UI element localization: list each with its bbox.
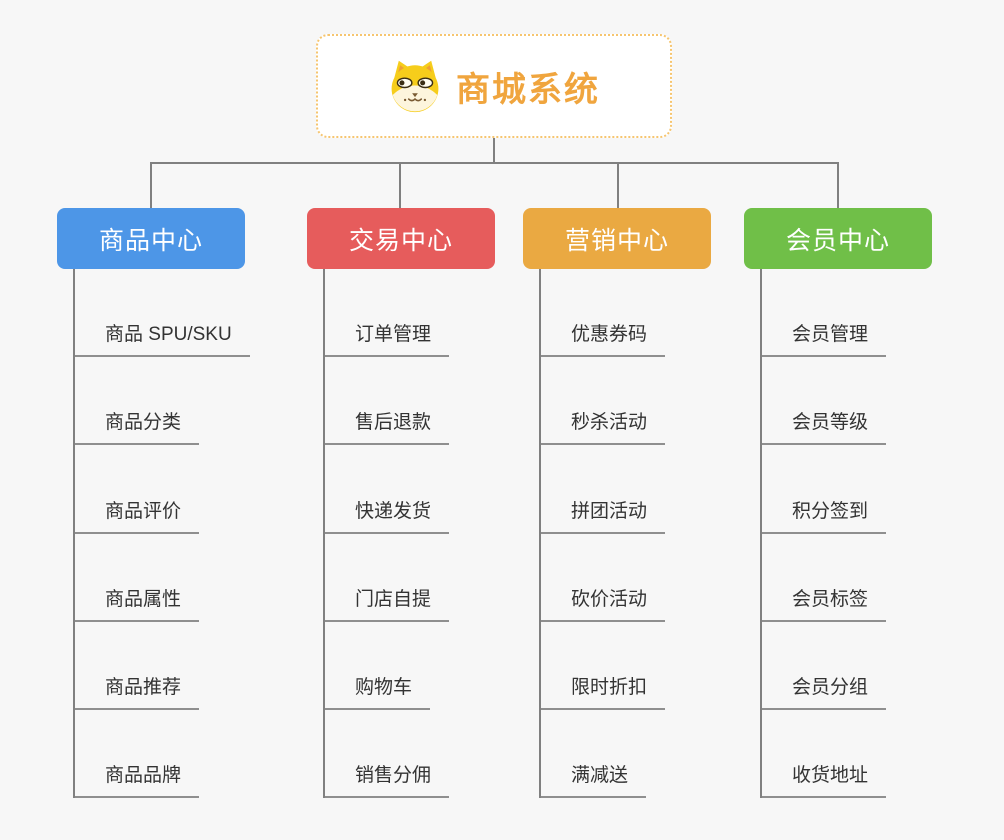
topic-node[interactable]: 销售分佣 (325, 760, 450, 799)
topic-node[interactable]: 售后退款 (325, 407, 450, 446)
branch-items-members: 会员管理 会员等级 积分签到 会员标签 会员分组 收货地址 (760, 269, 932, 799)
branch-column-products: 商品中心 商品 SPU/SKU 商品分类 商品评价 商品属性 商品推荐 商品品牌 (57, 208, 250, 799)
topic-node[interactable]: 商品 SPU/SKU (75, 319, 250, 358)
topic-node[interactable]: 拼团活动 (541, 496, 666, 534)
branch-items-trade: 订单管理 售后退款 快递发货 门店自提 购物车 销售分佣 (323, 269, 495, 799)
root-title: 商城系统 (456, 70, 600, 109)
topic-node[interactable]: 商品推荐 (75, 672, 200, 710)
connector-root-drop (493, 138, 495, 164)
topic-node[interactable]: 会员管理 (762, 319, 887, 358)
connector-drop-products (150, 162, 152, 209)
topic-node[interactable]: 商品属性 (75, 584, 200, 622)
connector-bus (150, 162, 839, 164)
topic-node[interactable]: 商品评价 (75, 496, 200, 534)
branch-column-trade: 交易中心 订单管理 售后退款 快递发货 门店自提 购物车 销售分佣 (307, 208, 495, 799)
topic-node[interactable]: 积分签到 (762, 496, 887, 534)
topic-node[interactable]: 秒杀活动 (541, 407, 666, 446)
branch-column-marketing: 营销中心 优惠券码 秒杀活动 拼团活动 砍价活动 限时折扣 满减送 (523, 208, 711, 799)
branch-items-products: 商品 SPU/SKU 商品分类 商品评价 商品属性 商品推荐 商品品牌 (73, 269, 250, 799)
branch-column-members: 会员中心 会员管理 会员等级 积分签到 会员标签 会员分组 收货地址 (744, 208, 932, 799)
topic-node[interactable]: 砍价活动 (541, 584, 666, 622)
branch-node-products[interactable]: 商品中心 (57, 208, 245, 269)
branch-items-marketing: 优惠券码 秒杀活动 拼团活动 砍价活动 限时折扣 满减送 (539, 269, 711, 799)
connector-drop-marketing (617, 162, 619, 209)
topic-node[interactable]: 满减送 (541, 760, 647, 799)
topic-node[interactable]: 门店自提 (325, 584, 450, 622)
branch-node-trade[interactable]: 交易中心 (307, 208, 495, 269)
branch-node-marketing[interactable]: 营销中心 (523, 208, 711, 269)
branch-node-members[interactable]: 会员中心 (744, 208, 932, 269)
topic-node[interactable]: 收货地址 (762, 760, 887, 799)
dog-mascot-icon (391, 60, 439, 113)
topic-node[interactable]: 会员分组 (762, 672, 887, 710)
topic-node[interactable]: 会员等级 (762, 407, 887, 446)
topic-node[interactable]: 优惠券码 (541, 319, 666, 358)
connector-drop-members (837, 162, 839, 209)
root-node[interactable]: 商城系统 (316, 34, 672, 138)
connector-drop-trade (399, 162, 401, 209)
topic-node[interactable]: 快递发货 (325, 496, 450, 534)
topic-node[interactable]: 订单管理 (325, 319, 450, 358)
topic-node[interactable]: 商品品牌 (75, 760, 200, 799)
topic-node[interactable]: 会员标签 (762, 584, 887, 622)
topic-node[interactable]: 购物车 (325, 672, 431, 710)
topic-node[interactable]: 限时折扣 (541, 672, 666, 710)
topic-node[interactable]: 商品分类 (75, 407, 200, 446)
